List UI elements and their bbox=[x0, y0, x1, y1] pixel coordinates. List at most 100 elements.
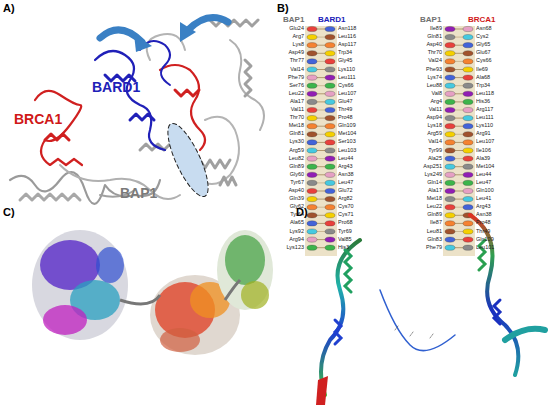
residue-oval bbox=[325, 67, 335, 72]
residue-name: Gly60 bbox=[290, 172, 304, 178]
residue-name: Gln39 bbox=[289, 196, 304, 202]
column-band bbox=[443, 26, 475, 256]
surface-render bbox=[32, 230, 273, 355]
contact-line bbox=[455, 61, 463, 62]
residue-oval bbox=[463, 26, 473, 31]
contact-line bbox=[317, 101, 325, 102]
residue-oval bbox=[463, 221, 473, 226]
protein-name: BARD1 bbox=[92, 80, 140, 94]
panel-letter: A) bbox=[3, 3, 15, 14]
contact-line bbox=[455, 142, 463, 143]
contact-line bbox=[317, 150, 325, 151]
residue-name: Asp117 bbox=[338, 42, 356, 48]
residue-oval bbox=[325, 140, 335, 145]
residue-name: Pro48 bbox=[476, 220, 491, 226]
residue-name: Pro68 bbox=[338, 220, 353, 226]
residue-oval bbox=[307, 172, 317, 177]
residue-oval bbox=[463, 205, 473, 210]
residue-oval bbox=[445, 43, 455, 48]
column-header: BAP1 bbox=[283, 16, 304, 24]
residue-name: Ile89 bbox=[430, 26, 442, 32]
residue-name: Leu44 bbox=[338, 156, 353, 162]
contact-line bbox=[455, 69, 463, 70]
residue-oval bbox=[325, 148, 335, 153]
residue-name: Glu72 bbox=[338, 188, 353, 194]
residue-oval bbox=[307, 221, 317, 226]
residue-oval bbox=[463, 164, 473, 169]
residue-name: Arg7 bbox=[292, 34, 304, 40]
residue-oval bbox=[445, 197, 455, 202]
residue-oval bbox=[307, 116, 317, 121]
residue-oval bbox=[463, 140, 473, 145]
residue-name: Val24 bbox=[428, 58, 442, 64]
residue-name: Arg117 bbox=[476, 107, 493, 113]
residue-name: Asp40 bbox=[426, 42, 442, 48]
residue-oval bbox=[445, 180, 455, 185]
contact-line bbox=[455, 126, 463, 127]
residue-name: Gln89 bbox=[289, 164, 304, 170]
residue-name: His3 bbox=[338, 245, 349, 251]
residue-oval bbox=[445, 148, 455, 153]
residue-name: Leu107 bbox=[338, 91, 356, 97]
residue-oval bbox=[325, 156, 335, 161]
residue-oval bbox=[325, 91, 335, 96]
residue-oval bbox=[307, 140, 317, 145]
contact-line bbox=[455, 215, 463, 216]
residue-name: Val85 bbox=[338, 237, 352, 243]
residue-oval bbox=[463, 35, 473, 40]
residue-name: Ala25 bbox=[428, 156, 442, 162]
protein-name: BAP1 bbox=[120, 186, 157, 200]
residue-oval bbox=[325, 43, 335, 48]
residue-oval bbox=[445, 35, 455, 40]
contact-line bbox=[455, 93, 463, 94]
residue-oval bbox=[307, 51, 317, 56]
residue-oval bbox=[463, 51, 473, 56]
residue-oval bbox=[325, 205, 335, 210]
residue-oval bbox=[325, 35, 335, 40]
contact-line bbox=[317, 29, 325, 30]
residue-oval bbox=[445, 75, 455, 80]
contact-line bbox=[317, 174, 325, 175]
residue-name: Val11 bbox=[429, 107, 442, 113]
residue-oval bbox=[445, 229, 455, 234]
contact-line bbox=[455, 166, 463, 167]
residue-oval bbox=[463, 107, 473, 112]
residue-name: Leu118 bbox=[476, 91, 494, 97]
residue-name: Thr49 bbox=[338, 107, 352, 113]
residue-oval bbox=[307, 75, 317, 80]
contact-line bbox=[455, 118, 463, 119]
contact-line bbox=[455, 199, 463, 200]
contact-line bbox=[317, 110, 325, 111]
residue-oval bbox=[463, 148, 473, 153]
residue-oval bbox=[463, 245, 473, 250]
residue-oval bbox=[307, 197, 317, 202]
residue-name: Gln14 bbox=[427, 180, 442, 186]
residue-oval bbox=[445, 51, 455, 56]
contact-line bbox=[317, 166, 325, 167]
contact-line bbox=[455, 53, 463, 54]
residue-oval bbox=[307, 91, 317, 96]
contact-line bbox=[455, 85, 463, 86]
residue-name: Leu101 bbox=[476, 245, 494, 251]
residue-oval bbox=[307, 148, 317, 153]
residue-oval bbox=[325, 237, 335, 242]
protein-name: BRCA1 bbox=[14, 112, 62, 126]
residue-oval bbox=[445, 91, 455, 96]
residue-name: Asn38 bbox=[338, 172, 354, 178]
residue-name: Tyr99 bbox=[428, 148, 442, 154]
residue-name: Leu22 bbox=[289, 91, 304, 97]
residue-oval bbox=[307, 213, 317, 218]
contact-line bbox=[317, 215, 325, 216]
residue-oval bbox=[325, 188, 335, 193]
residue-oval bbox=[307, 83, 317, 88]
residue-name: Leu111 bbox=[476, 115, 494, 121]
residue-name: Arg59 bbox=[427, 131, 442, 137]
residue-name: Leu41 bbox=[476, 196, 491, 202]
residue-oval bbox=[307, 188, 317, 193]
residue-name: Arg91 bbox=[476, 131, 491, 137]
residue-name: Val14 bbox=[428, 139, 442, 145]
contact-line bbox=[455, 191, 463, 192]
residue-name: Ala68 bbox=[476, 75, 490, 81]
contact-line bbox=[317, 239, 325, 240]
contact-line bbox=[455, 223, 463, 224]
